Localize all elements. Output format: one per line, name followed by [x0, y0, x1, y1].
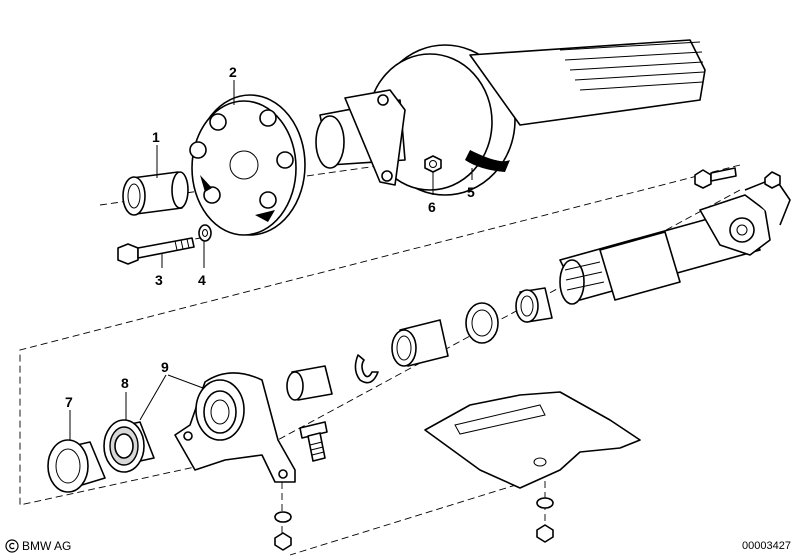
- callout-4: 4: [198, 272, 206, 288]
- part-6-nut: [424, 155, 442, 173]
- seal-ring-upper: [515, 287, 553, 323]
- circlip: [354, 354, 379, 384]
- copyright-text: BMW AG: [22, 539, 72, 553]
- part-9-center-bearing: [174, 372, 296, 483]
- heat-shield: [424, 391, 641, 489]
- callout-7: 7: [65, 394, 73, 410]
- part-1-centering-sleeve: [122, 171, 189, 216]
- part-2-flex-disc: [189, 94, 306, 236]
- callout-1: 1: [152, 129, 160, 145]
- splined-ring: [465, 302, 499, 344]
- bearing-sleeve: [391, 319, 449, 367]
- callout-8: 8: [121, 375, 129, 391]
- part-3-bolt: [117, 237, 195, 265]
- callout-3: 3: [155, 272, 163, 288]
- callout-2: 2: [229, 64, 237, 80]
- part-7-grooved-ring: [47, 439, 106, 493]
- callout-labels: 1 2 3 4 5 6 7 8 9: [65, 64, 475, 410]
- copyright-symbol-icon: [5, 539, 19, 553]
- leader-lines: [69, 80, 473, 440]
- document-number: 00003427: [742, 540, 791, 552]
- propeller-shaft: [559, 167, 791, 305]
- assembly-axis-lines: [19, 159, 741, 556]
- callout-5: 5: [467, 184, 475, 200]
- part-8-ball-bearing: [103, 419, 155, 473]
- part-4-washer: [198, 224, 212, 242]
- part-5-output-flange: [315, 39, 706, 196]
- callout-6: 6: [428, 199, 436, 215]
- hex-nuts: [274, 497, 554, 551]
- callout-9: 9: [161, 359, 169, 375]
- copyright-notice: BMW AG: [5, 539, 71, 553]
- carriage-bolt: [299, 421, 328, 462]
- dust-cap: [286, 365, 333, 401]
